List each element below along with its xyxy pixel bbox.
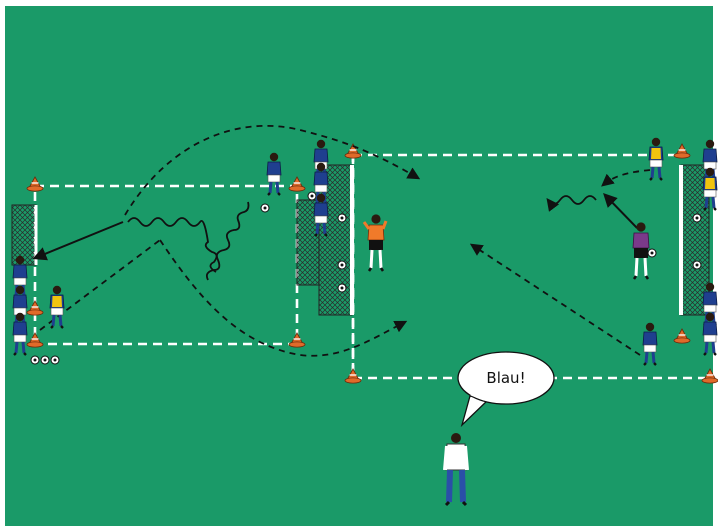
- ball-icon: [647, 248, 657, 258]
- arrow-icon: [469, 243, 641, 356]
- ball-icon: [50, 355, 60, 365]
- ball-icon: [692, 260, 702, 270]
- goalkeeper-icon: [362, 214, 388, 272]
- ball-icon: [307, 191, 317, 201]
- arrow-icon: [124, 124, 421, 216]
- ball-icon: [692, 213, 702, 223]
- ball-icon: [337, 283, 347, 293]
- pitch-background: [5, 6, 713, 526]
- coach-icon: [443, 433, 469, 507]
- dribble-paths: [127, 195, 597, 281]
- ball-icon: [30, 355, 40, 365]
- goalkeeper-icon: [632, 222, 650, 280]
- arrow-icon: [603, 192, 638, 229]
- ball-icon: [260, 203, 270, 213]
- ball-icon: [337, 213, 347, 223]
- arrow-icon: [32, 221, 124, 261]
- pass-lines: [32, 192, 638, 261]
- arrow-icon: [601, 169, 651, 187]
- ball-icon: [337, 260, 347, 270]
- speech-bubble-text: Blau!: [486, 369, 525, 387]
- goal-icon: [11, 204, 38, 266]
- speech-bubble: Blau!: [457, 351, 555, 428]
- ball-icon: [40, 355, 50, 365]
- arrow-icon: [159, 239, 408, 357]
